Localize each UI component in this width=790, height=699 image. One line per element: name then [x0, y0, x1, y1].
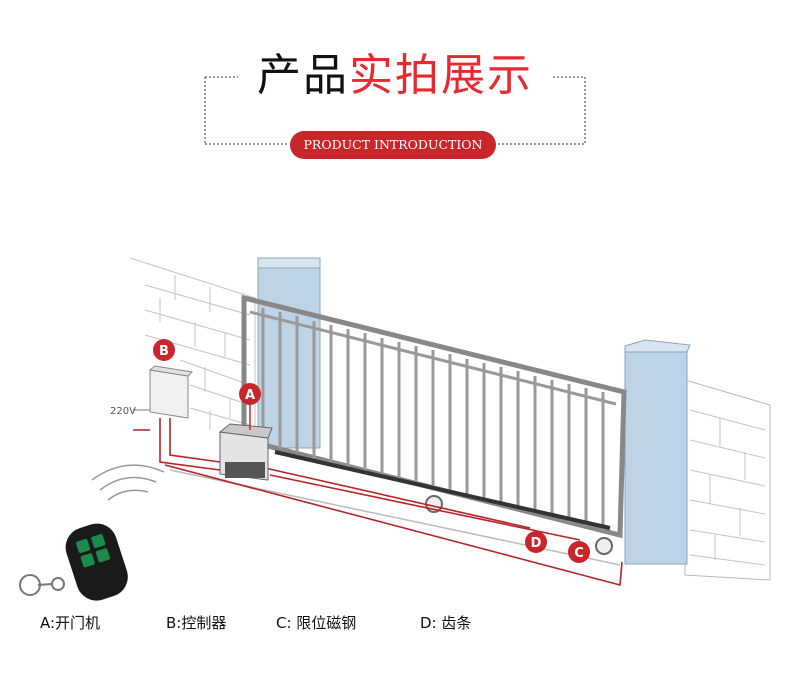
svg-text:B: B [159, 344, 169, 359]
remote-control [19, 523, 128, 601]
legend-item-b: B:控制器 [166, 614, 227, 632]
marker-a: A [239, 383, 261, 430]
legend-item-a: A:开门机 [40, 614, 101, 632]
left-brick-wall [129, 257, 256, 432]
page-title: 产品实拍展示 [0, 46, 790, 106]
marker-c: C [568, 541, 590, 563]
left-pillar [257, 257, 321, 449]
wiring [133, 418, 623, 587]
right-pillar [624, 339, 691, 565]
marker-d: D [525, 531, 547, 553]
header-frame [204, 76, 586, 145]
subtitle-badge: PRODUCT INTRODUCTION [290, 131, 496, 159]
voltage-label: 220V [110, 406, 136, 417]
gate-diagram: 220V B A D C [19, 257, 771, 601]
svg-text:D: D [531, 536, 542, 551]
title-red: 实拍展示 [349, 50, 533, 101]
gate-opener-motor [218, 423, 273, 481]
legend-item-d: D: 齿条 [420, 614, 472, 632]
marker-b: B [153, 339, 175, 361]
controller-box [148, 365, 194, 419]
sliding-gate [241, 294, 627, 555]
svg-text:C: C [574, 546, 584, 561]
right-brick-wall [684, 379, 771, 581]
svg-text:A: A [245, 388, 255, 403]
title-black: 产品 [257, 50, 349, 101]
legend-item-c: C: 限位磁钢 [276, 614, 357, 632]
signal-waves [91, 464, 165, 501]
